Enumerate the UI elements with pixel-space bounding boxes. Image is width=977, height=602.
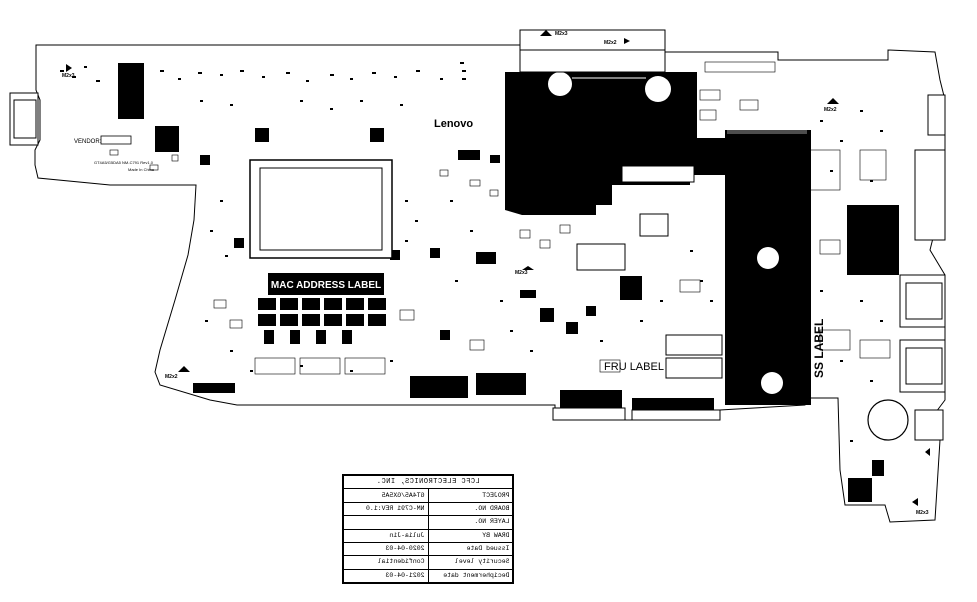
chip [390,250,400,260]
right-chip-block [847,205,899,275]
svg-text:M2x3: M2x3 [555,31,568,37]
chip [255,128,269,142]
title-value [343,515,429,530]
chip [621,165,695,183]
title-block: LCFC ELECTRONICS, INC. GT4A5/GX5A5 PROJE… [342,474,514,584]
vendor-text: VENDOR: [74,139,102,145]
title-value: Confidential [343,555,429,570]
title-label: Security level [427,555,513,570]
bottom-connector [193,383,235,393]
title-label: Issued Date [427,541,513,557]
chip [848,478,872,502]
chip [520,290,536,298]
chip [234,238,244,248]
chip [155,126,179,152]
mount-hole [645,76,671,102]
company-name: LCFC ELECTRONICS, INC. [343,474,513,490]
m2-marker: M2x3 [62,64,75,79]
svg-text:M2x2: M2x2 [824,107,837,113]
title-value: 2021-04-03 [343,568,429,584]
title-label: DRAW BY [427,528,513,543]
svg-text:M2x3: M2x3 [916,510,929,516]
title-block-table: LCFC ELECTRONICS, INC. GT4A5/GX5A5 PROJE… [343,474,513,584]
memory-chip-array [258,298,386,344]
chip [200,155,210,165]
chip [458,150,480,160]
audio-jack [914,409,944,441]
title-value: 2020-04-03 [343,541,429,557]
svg-text:M2x2: M2x2 [604,40,617,46]
chip [586,306,596,316]
title-label: Decipherment date [427,568,513,584]
vendor-box [100,135,132,145]
bottom-connector [665,357,723,379]
chip [370,128,384,142]
chip [440,330,450,340]
m2-marker: M2x2 [604,38,630,46]
svg-text:M2x2: M2x2 [165,374,178,380]
usb-port [899,274,946,328]
rj45-port [927,94,946,136]
chip [490,155,500,163]
fru-label: FRU LABEL [604,361,664,373]
top-connector-strip [519,29,666,51]
mac-label-block [268,273,384,295]
board-id-text: GT4A5/G5DA5 NM-C791 Rev1.0 [94,160,154,165]
bottom-connector [665,334,723,356]
title-value: GT4A5/GX5A5 [343,488,429,503]
battery-cell [867,399,909,441]
m2-marker: M2x2 [165,366,190,380]
usb-port [899,339,946,393]
m2-marker: M2x3 [912,498,929,516]
title-value: NM-C791 REV:1.0 [343,501,429,517]
lenovo-logo: Lenovo [434,118,473,130]
hdmi-port [914,149,946,241]
ss-label: SS LABEL [812,319,826,378]
title-label: BOARD NO. [427,501,513,517]
svg-text:M2x3: M2x3 [62,73,75,79]
bottom-connector [632,398,714,410]
component-texture [60,62,883,442]
passive-outlines [109,61,891,375]
chip [566,322,578,334]
left-port-inner [13,99,37,139]
title-value: Julia-Jin [343,528,429,543]
bottom-connector [560,390,622,408]
m2-marker: M2x2 [824,98,839,113]
bottom-connector [410,376,468,398]
chip [872,460,884,476]
chip [639,213,669,237]
chip [540,308,554,322]
chip [118,63,144,119]
m2-marker [925,448,930,456]
chip [430,248,440,258]
mount-hole [761,372,783,394]
m2-marker: M2x3 [540,30,568,37]
mount-hole [757,247,779,269]
svg-text:M2x3: M2x3 [515,270,528,276]
title-label: LAYER NO. [427,515,513,530]
soc-die [259,167,383,251]
chip [620,276,642,300]
m2-marker: M2x3 [515,266,534,276]
mount-hole [548,72,572,96]
chip [476,252,496,264]
mac-address-label: MAC ADDRESS LABEL [271,280,381,291]
made-in-text: Made In China [128,167,155,172]
left-port-bracket [9,92,39,146]
title-label: PROJECT [427,488,513,503]
chip [576,243,626,271]
bottom-connector [476,373,526,395]
